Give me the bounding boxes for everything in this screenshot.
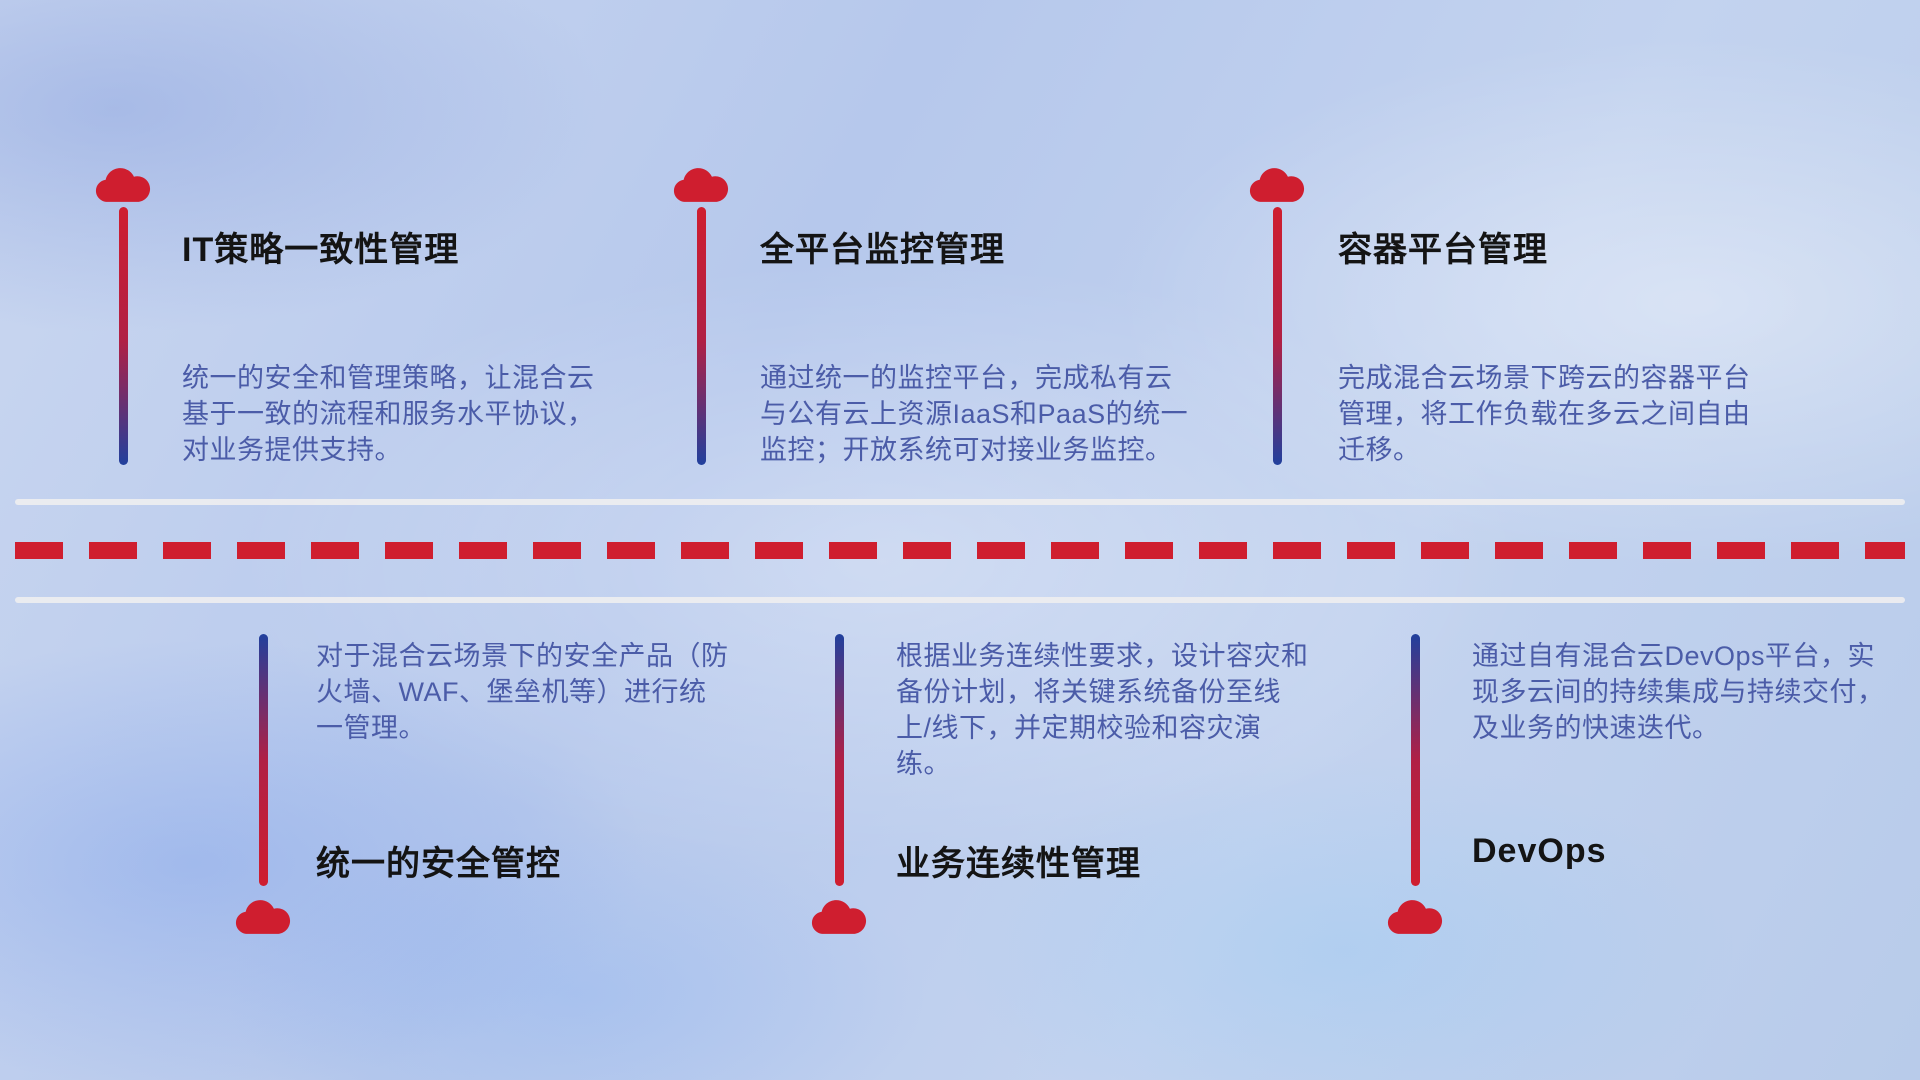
connector-line bbox=[697, 207, 706, 465]
cloud-icon bbox=[234, 898, 292, 937]
item-title: 业务连续性管理 bbox=[896, 845, 1141, 883]
item-description: 根据业务连续性要求，设计容灾和备份计划，将关键系统备份至线上/线下，并定期校验和… bbox=[896, 641, 1309, 779]
cloud-icon bbox=[672, 166, 730, 205]
divider-solid-line-bottom bbox=[15, 597, 1905, 603]
connector-line bbox=[259, 634, 268, 886]
divider-dashed-red-line bbox=[15, 542, 1905, 559]
item-title: DevOps bbox=[1472, 832, 1607, 870]
item-title: 全平台监控管理 bbox=[760, 231, 1005, 269]
item-description: 通过统一的监控平台，完成私有云与公有云上资源IaaS和PaaS的统一监控；开放系… bbox=[760, 363, 1189, 465]
connector-line bbox=[835, 634, 844, 886]
item-description: 完成混合云场景下跨云的容器平台管理，将工作负载在多云之间自由迁移。 bbox=[1338, 363, 1751, 465]
item-title: 容器平台管理 bbox=[1338, 231, 1548, 269]
cloud-icon bbox=[810, 898, 868, 937]
item-description: 统一的安全和管理策略，让混合云基于一致的流程和服务水平协议，对业务提供支持。 bbox=[182, 363, 595, 465]
cloud-icon bbox=[1386, 898, 1444, 937]
cloud-icon bbox=[1248, 166, 1306, 205]
item-title: 统一的安全管控 bbox=[316, 845, 561, 883]
connector-line bbox=[1411, 634, 1420, 886]
item-description: 通过自有混合云DevOps平台，实现多云间的持续集成与持续交付，及业务的快速迭代… bbox=[1472, 641, 1885, 743]
item-title: IT策略一致性管理 bbox=[182, 231, 460, 269]
connector-line bbox=[1273, 207, 1282, 465]
divider-solid-line-top bbox=[15, 499, 1905, 505]
cloud-icon bbox=[94, 166, 152, 205]
item-description: 对于混合云场景下的安全产品（防火墙、WAF、堡垒机等）进行统一管理。 bbox=[316, 641, 729, 743]
connector-line bbox=[119, 207, 128, 465]
